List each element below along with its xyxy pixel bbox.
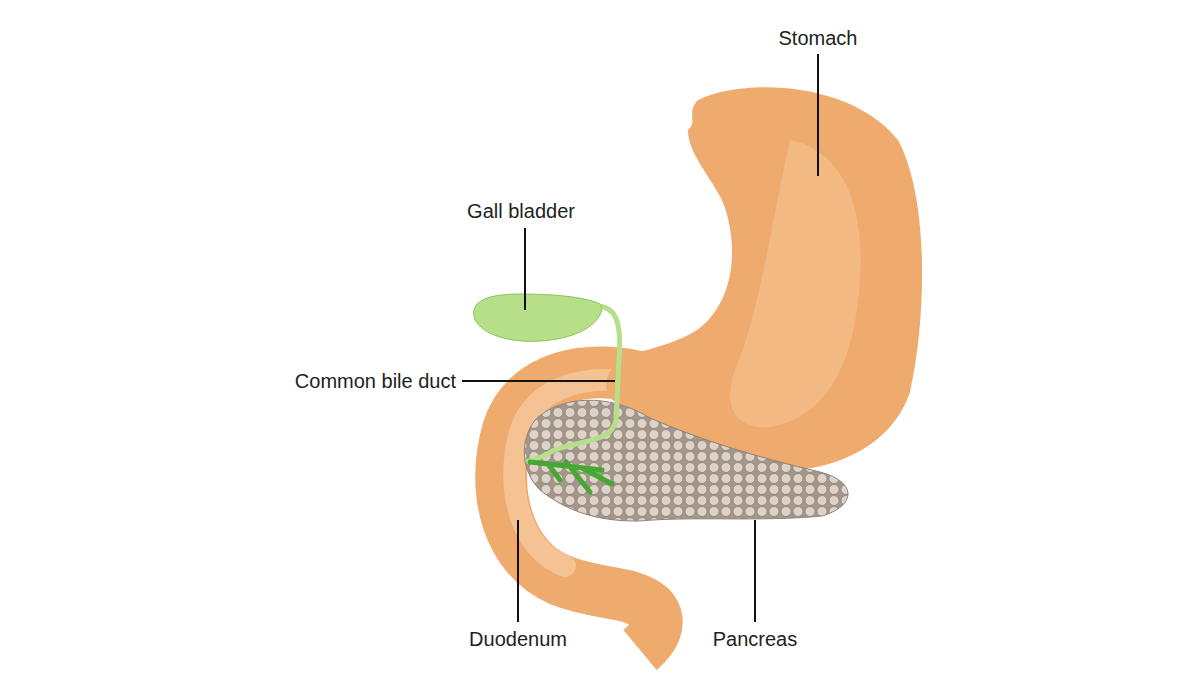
part-label: Stomach [779, 27, 858, 50]
pancreas [524, 400, 848, 521]
part-label: Common bile duct [295, 370, 456, 393]
pancreatic-duct [530, 462, 612, 492]
stomach-highlight [730, 140, 861, 427]
leader-line [817, 54, 819, 176]
leader-line [517, 520, 519, 622]
stomach [606, 87, 922, 471]
part-label: Duodenum [469, 628, 567, 651]
gall-bladder [474, 294, 602, 341]
leader-line [754, 520, 756, 622]
part-label: Pancreas [713, 628, 798, 651]
part-label: Gall bladder [467, 200, 575, 223]
leader-line [462, 380, 615, 382]
leader-line [524, 228, 526, 310]
leader-lines [462, 54, 818, 622]
